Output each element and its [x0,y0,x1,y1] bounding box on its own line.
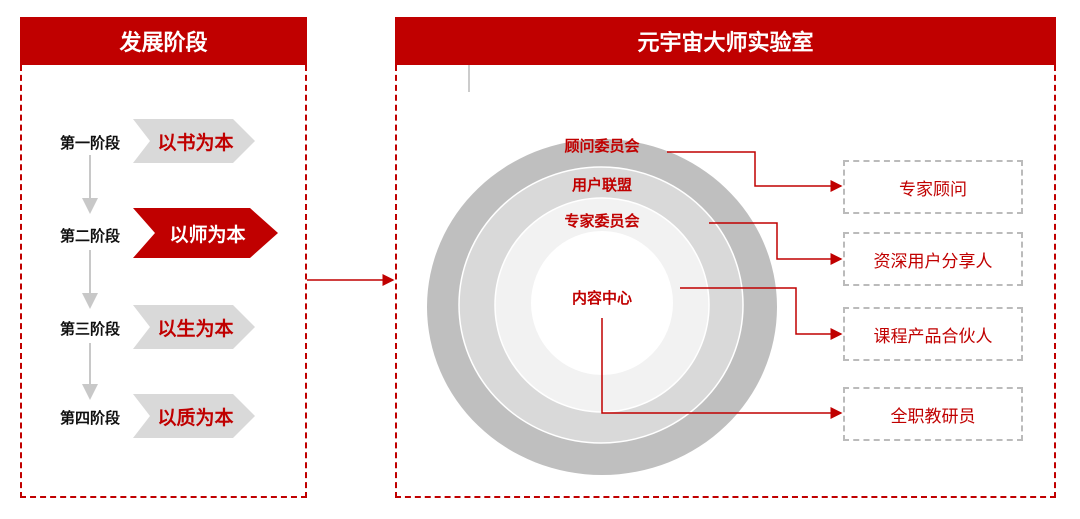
chevron-3 [133,305,255,349]
role-box: 资深用户分享人 [843,232,1023,286]
role-box: 全职教研员 [843,387,1023,441]
chevron-1 [133,119,255,163]
ring-label: 顾问委员会 [564,137,640,155]
stage-label: 第一阶段 [59,134,120,152]
stage-motto: 以书为本 [157,131,234,154]
right-panel-title: 元宇宙大师实验室 [395,17,1056,65]
stage-label: 第四阶段 [59,409,120,427]
right-panel [395,65,1056,498]
stage-label: 第三阶段 [59,320,120,338]
chevron-2 [133,208,278,258]
ring-label: 用户联盟 [571,176,632,194]
stage-motto: 以师为本 [169,223,246,246]
left-panel [20,65,307,498]
stage-label: 第二阶段 [59,227,120,245]
role-box: 专家顾问 [843,160,1023,214]
ring-inner [531,231,673,375]
role-box: 课程产品合伙人 [843,307,1023,361]
ring-label: 专家委员会 [564,212,640,230]
stage-motto: 以质为本 [157,406,234,429]
ring-label: 内容中心 [571,289,632,307]
stage-motto: 以生为本 [157,317,234,340]
left-panel-title: 发展阶段 [20,17,307,65]
chevron-4 [133,394,255,438]
